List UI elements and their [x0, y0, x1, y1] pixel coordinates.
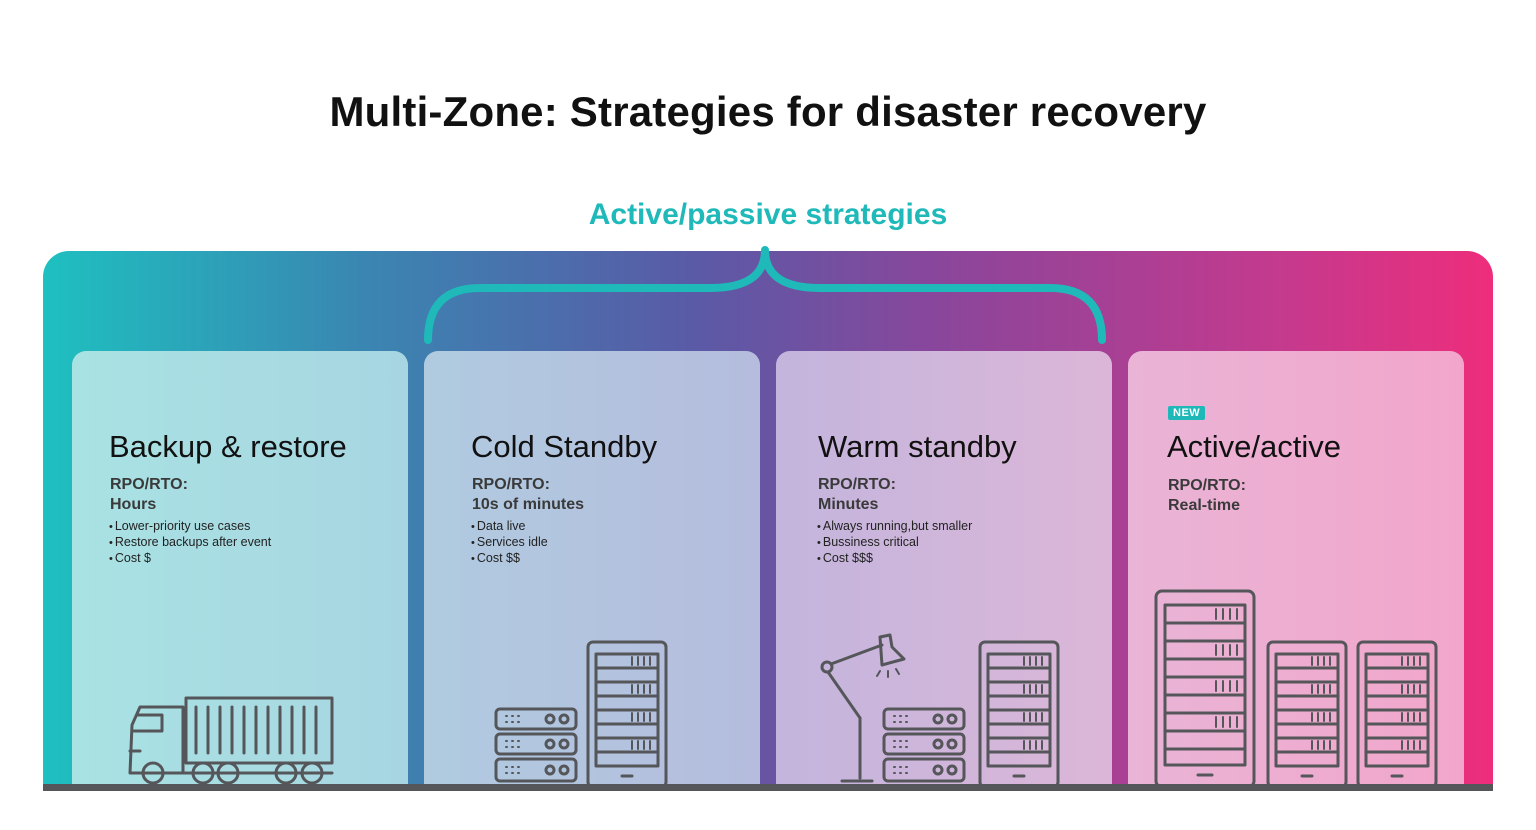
card-title: Backup & restore [109, 429, 347, 464]
list-item: Cost $$ [471, 550, 548, 566]
brace-icon [424, 246, 1106, 344]
bullet-list: Lower-priority use cases Restore backups… [109, 518, 271, 566]
list-item: Restore backups after event [109, 534, 271, 550]
list-item: Cost $ [109, 550, 271, 566]
card-title: Active/active [1167, 429, 1342, 464]
card-backup-restore: Backup & restore RPO/RTO: Hours Lower-pr… [72, 351, 408, 784]
rpo-label: RPO/RTO: [110, 476, 188, 493]
server-stack-icon [494, 707, 578, 783]
desk-lamp-icon [820, 633, 906, 783]
diagram-title: Multi-Zone: Strategies for disaster reco… [329, 88, 1207, 135]
card-active-active: NEW Active/active RPO/RTO: Real-time [1128, 351, 1464, 784]
rpo-value: Real-time [1168, 497, 1241, 514]
list-item: Data live [471, 518, 548, 534]
rpo-label: RPO/RTO: [1168, 477, 1246, 494]
new-badge: NEW [1168, 406, 1206, 420]
list-item: Always running,but smaller [817, 518, 972, 534]
list-item: Services idle [471, 534, 548, 550]
bullet-list: Always running,but smaller Bussiness cri… [817, 518, 972, 566]
truck-icon [128, 696, 334, 784]
server-tower-icon [1266, 640, 1348, 784]
rpo-value: Hours [110, 496, 157, 513]
rpo-label: RPO/RTO: [818, 476, 896, 493]
group-label: Active/passive strategies [588, 198, 948, 231]
card-title: Warm standby [818, 429, 1017, 464]
card-cold-standby: Cold Standby RPO/RTO: 10s of minutes Dat… [424, 351, 760, 784]
list-item: Lower-priority use cases [109, 518, 271, 534]
rpo-value: Minutes [818, 496, 879, 513]
list-item: Cost $$$ [817, 550, 972, 566]
ground-line [43, 784, 1493, 791]
server-tower-icon [1356, 640, 1438, 784]
rpo-value: 10s of minutes [472, 496, 585, 513]
server-tower-icon [586, 640, 668, 784]
list-item: Bussiness critical [817, 534, 972, 550]
rpo-label: RPO/RTO: [472, 476, 550, 493]
card-warm-standby: Warm standby RPO/RTO: Minutes Always run… [776, 351, 1112, 784]
bullet-list: Data live Services idle Cost $$ [471, 518, 548, 566]
server-tower-icon [978, 640, 1060, 784]
card-title: Cold Standby [471, 429, 658, 464]
server-tower-icon [1154, 589, 1256, 784]
server-stack-icon [882, 707, 966, 783]
